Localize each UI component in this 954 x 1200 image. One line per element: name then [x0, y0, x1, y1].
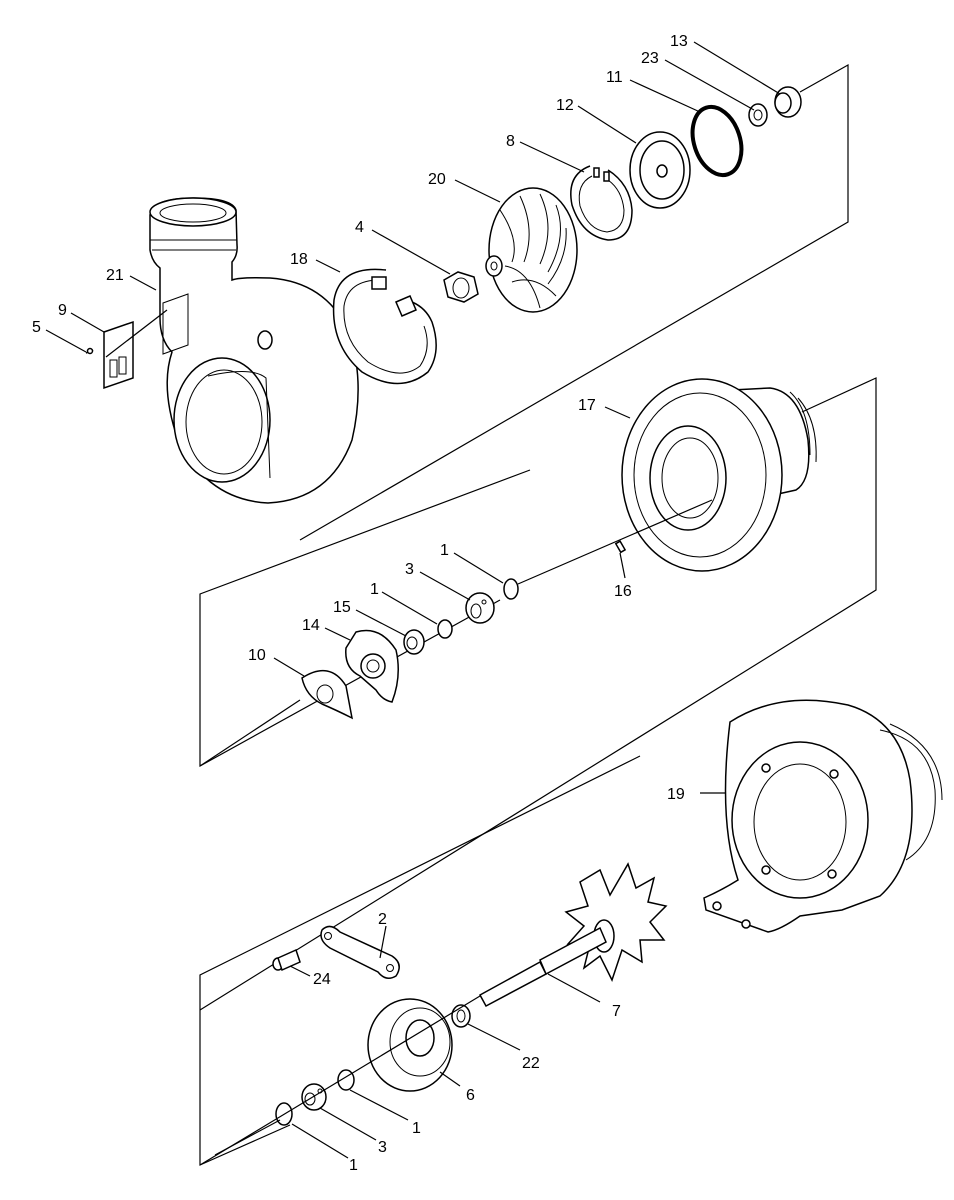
callout-2: 2 — [378, 911, 387, 928]
callout-19: 19 — [667, 786, 685, 803]
bolt — [272, 948, 301, 972]
thrust-bearing — [345, 629, 399, 703]
callout-1-lower: 1 — [412, 1120, 421, 1137]
o-ring — [690, 104, 744, 178]
callout-9: 9 — [58, 302, 67, 319]
journal-bearing-1 — [465, 592, 495, 624]
section-frame-top — [299, 63, 849, 541]
callout-24: 24 — [313, 971, 331, 988]
turbine-housing — [703, 699, 943, 933]
callout-17: 17 — [578, 397, 596, 414]
callout-labels: 13 23 11 12 8 20 4 18 21 9 5 17 1 3 16 1… — [32, 33, 688, 1174]
callout-12: 12 — [556, 97, 574, 114]
callout-14: 14 — [302, 617, 320, 634]
callout-20: 20 — [428, 171, 446, 188]
washer — [748, 103, 768, 127]
compressor-wheel — [485, 187, 578, 313]
callout-16: 16 — [614, 583, 632, 600]
compressor-housing — [149, 197, 359, 504]
callout-5: 5 — [32, 319, 41, 336]
piston-ring-2 — [437, 619, 453, 639]
callout-13: 13 — [670, 33, 688, 50]
nameplate — [103, 293, 189, 390]
heat-shield — [367, 998, 453, 1092]
pin — [614, 540, 627, 554]
callout-11: 11 — [606, 69, 623, 86]
thrust-collar — [403, 629, 425, 655]
center-housing — [621, 378, 817, 572]
screw — [85, 347, 94, 355]
callout-23: 23 — [641, 50, 659, 67]
callout-7: 7 — [612, 1003, 621, 1020]
leader-lines — [45, 41, 781, 1166]
retaining-ring — [570, 165, 633, 241]
callout-4: 4 — [355, 219, 364, 236]
piston-ring-1 — [503, 578, 519, 600]
bracket — [320, 925, 400, 979]
callout-1-upper: 1 — [440, 542, 449, 559]
callout-8: 8 — [506, 133, 515, 150]
callout-15: 15 — [333, 599, 351, 616]
callout-10: 10 — [248, 647, 266, 664]
callout-3-upper: 3 — [405, 561, 414, 578]
section-frame-bottom — [199, 755, 641, 1166]
callout-1-middle: 1 — [370, 581, 379, 598]
thrust-plate — [301, 669, 354, 720]
turbine-wheel-shaft — [478, 862, 668, 1008]
seal-plate — [629, 131, 691, 209]
section-frame-middle — [199, 377, 877, 1011]
ring — [451, 1004, 471, 1028]
journal-bearing-2 — [301, 1083, 327, 1111]
snap-ring — [332, 268, 437, 385]
callout-18: 18 — [290, 251, 308, 268]
callout-21: 21 — [106, 267, 124, 284]
lock-nut — [443, 271, 479, 303]
plug — [774, 86, 802, 118]
callout-22: 22 — [522, 1055, 540, 1072]
callout-3-lower: 3 — [378, 1139, 387, 1156]
callout-1-bottom: 1 — [349, 1157, 358, 1174]
callout-6: 6 — [466, 1087, 475, 1104]
